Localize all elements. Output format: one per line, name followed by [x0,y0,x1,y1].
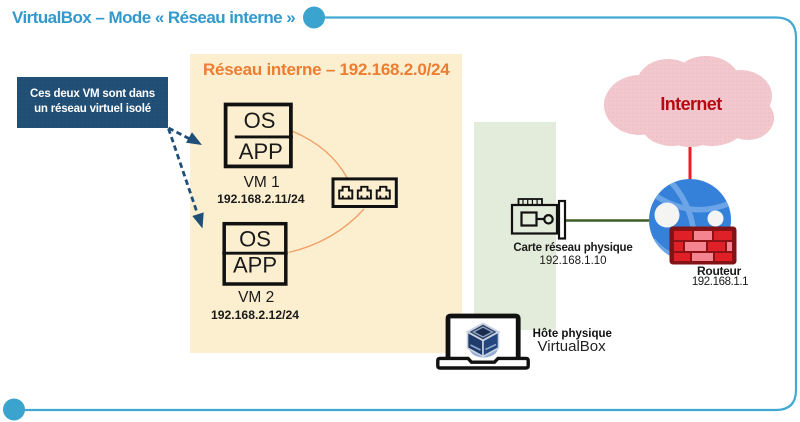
svg-text:APP: APP [239,139,283,164]
svg-text:APP: APP [233,253,277,278]
svg-text:OS: OS [244,108,276,133]
svg-text:OS: OS [239,227,271,252]
